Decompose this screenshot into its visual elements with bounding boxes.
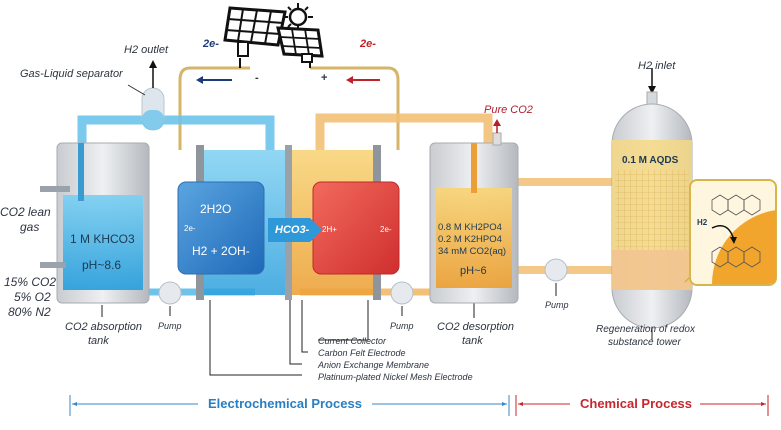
- bicarbonate-ion-label: HCO3-: [275, 224, 310, 236]
- legend-nickel-mesh: Platinum-plated Nickel Mesh Electrode: [318, 372, 473, 382]
- cathode-products: H2 + 2OH-: [192, 244, 250, 258]
- desorption-solution-1: 0.8 M KH2PO4: [438, 222, 502, 233]
- solar-panel-icon: [223, 3, 324, 63]
- lean-gas-label-2: gas: [20, 220, 40, 234]
- pump-label-2: Pump: [390, 321, 414, 331]
- anode-protons: 2H+: [322, 225, 337, 234]
- cathode-reactant: 2H2O: [200, 202, 232, 216]
- positive-terminal: +: [321, 72, 328, 84]
- separator-label: Gas-Liquid separator: [20, 68, 123, 80]
- h2-inlet-label: H2 inlet: [638, 60, 676, 72]
- feed-gas-n2: 80% N2: [8, 305, 51, 319]
- desorption-solution-3: 34 mM CO2(aq): [438, 246, 507, 257]
- inset-h2-label: H2: [697, 218, 708, 227]
- absorption-tank-label-1: CO2 absorption: [65, 321, 143, 333]
- pure-co2-label: Pure CO2: [484, 104, 533, 116]
- desorption-tank-label-1: CO2 desorption: [437, 321, 515, 333]
- aqds-label: 0.1 M AQDS: [622, 155, 679, 166]
- desorption-tank-label-2: tank: [462, 335, 483, 347]
- wire-negative: [178, 66, 250, 150]
- legend-carbon-felt: Carbon Felt Electrode: [318, 348, 406, 358]
- blue-pipe-top: [77, 115, 275, 150]
- legend-current-collector: Current Collector: [318, 336, 387, 346]
- pump-label-3: Pump: [545, 300, 569, 310]
- h2-outlet-label: H2 outlet: [124, 44, 169, 56]
- legend-membrane: Anion Exchange Membrane: [318, 360, 430, 370]
- tower-label-1: Regeneration of redox: [596, 324, 695, 335]
- pump-absorption: [158, 281, 182, 305]
- pump-label-1: Pump: [158, 321, 182, 331]
- cathode-electrons: 2e-: [184, 224, 196, 233]
- electrons-left-label: 2e-: [203, 38, 219, 50]
- feed-gas-co2: 15% CO2: [4, 275, 57, 289]
- absorption-ph: pH~8.6: [82, 258, 122, 272]
- aqds-molecule-icon: [711, 194, 761, 268]
- pump-tower: [544, 258, 568, 282]
- wire-positive: [310, 66, 400, 150]
- chemical-process-label: Chemical Process: [580, 396, 693, 411]
- desorption-ph: pH~6: [460, 265, 487, 277]
- cathode-reaction-box: [177, 181, 265, 275]
- anode-electrons: 2e-: [380, 225, 392, 234]
- tower-label-2: substance tower: [608, 337, 681, 348]
- electrons-right-label: 2e-: [360, 38, 376, 50]
- pump-desorption-inlet: [390, 281, 414, 305]
- absorption-solution: 1 M KHCO3: [70, 232, 135, 246]
- lean-gas-label-1: CO2 lean: [0, 205, 51, 219]
- negative-terminal: -: [255, 72, 259, 84]
- orange-pipe-top: [315, 113, 493, 150]
- sun-icon: [288, 7, 308, 27]
- ion-transport-arrow: [268, 218, 322, 242]
- absorption-tank-label-2: tank: [88, 335, 109, 347]
- electrochemical-process-label: Electrochemical Process: [208, 396, 362, 411]
- feed-gas-o2: 5% O2: [14, 290, 51, 304]
- desorption-solution-2: 0.2 M K2HPO4: [438, 234, 502, 245]
